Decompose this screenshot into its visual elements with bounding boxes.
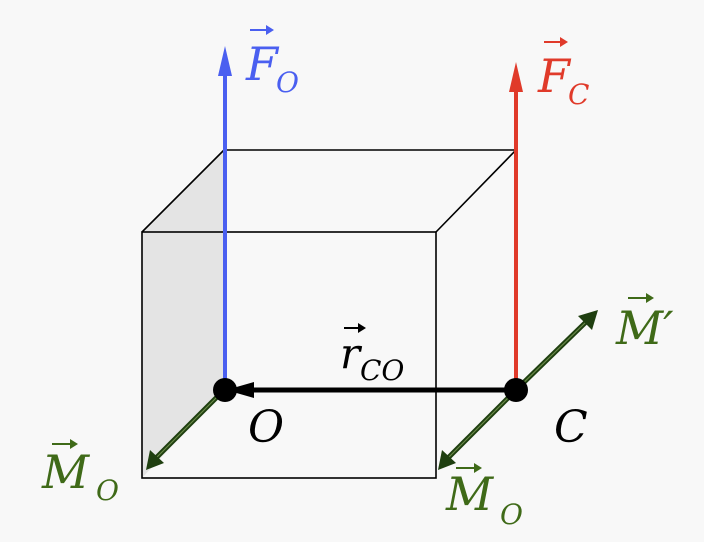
force-fo-head [218,46,232,76]
label-mo-left-main: M [41,445,91,499]
point-c-dot [504,378,528,402]
label-point-c: C [554,402,588,453]
label-rco-sub: CO [360,354,404,387]
label-mo-right-main: M [445,467,495,521]
cube-top-right-edge [435,149,517,233]
cube-front-face [141,231,437,479]
cube-top-left-edge [141,149,225,233]
label-rco-vector-arrow [344,323,366,333]
force-vectors [218,46,523,390]
moment-mprime-head [578,310,598,330]
label-fc-main: F [537,49,572,103]
point-o-dot [213,378,237,402]
label-point-o: O [248,402,284,453]
label-mo-left-vector-arrow [52,439,78,449]
moment-mo-right-head [438,450,456,470]
force-fc-head [509,62,523,92]
moment-vectors [146,310,598,470]
label-mo-left: M O [41,439,119,507]
label-mo-right-vector-arrow [456,463,482,473]
moment-mo-left-core [155,389,225,459]
label-mo-left-sub: O [96,474,119,507]
label-fc-sub: C [568,78,589,111]
position-vector-rco [226,382,516,398]
label-fc-vector-arrow [544,37,568,47]
label-mo-right-sub: O [500,498,523,531]
label-fo-main: F [245,37,280,91]
label-rco: r CO [340,323,404,387]
label-fo-sub: O [276,66,299,99]
label-rco-main: r [340,329,363,378]
label-mo-right: M O [445,463,523,531]
label-mprime: M′ [615,293,674,355]
label-mprime-vector-arrow [628,293,654,303]
label-mprime-main: M′ [615,301,674,355]
cube-edges [141,149,517,479]
moment-mo-left-head [146,450,164,470]
label-fo: F O [245,25,299,99]
rco-head [226,382,254,398]
moment-mprime-core [515,321,587,391]
label-fc: F C [537,37,589,111]
moment-mo-right-core [447,389,517,459]
label-fo-vector-arrow [250,25,274,35]
